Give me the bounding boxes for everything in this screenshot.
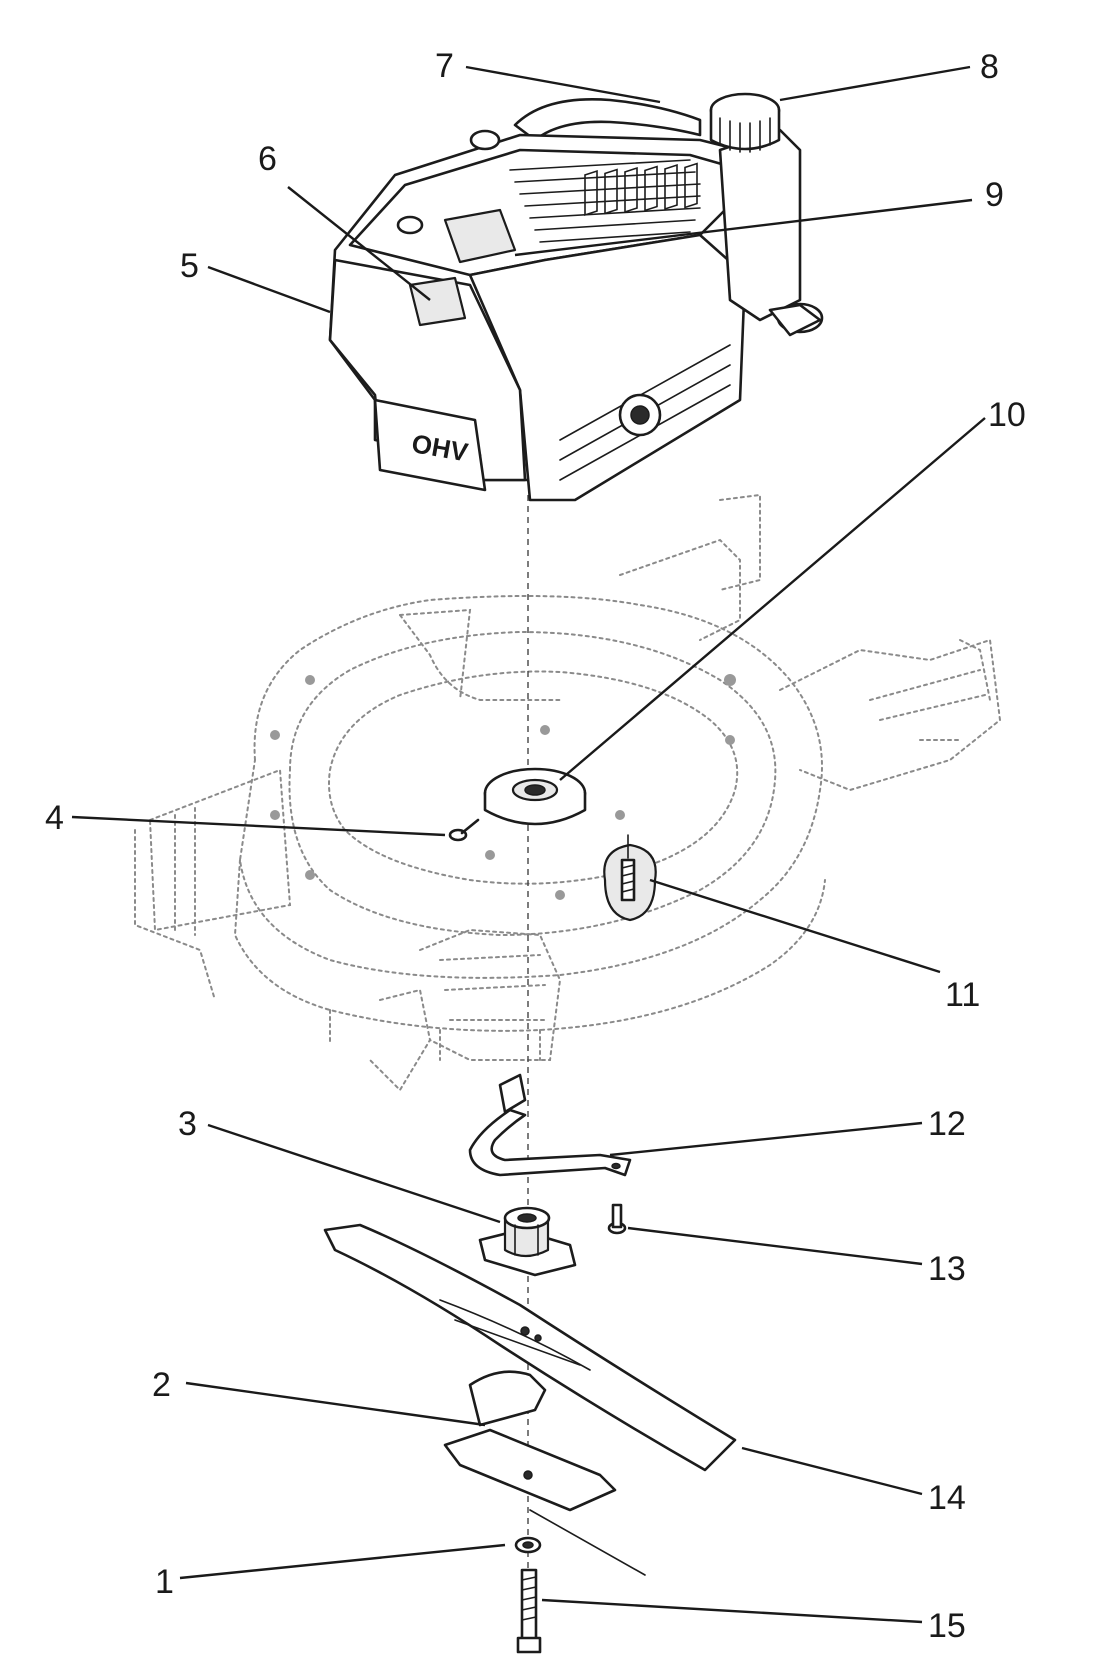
- callout-12: 12: [928, 1105, 966, 1143]
- blade-bolt: [516, 1568, 542, 1654]
- callout-2: 2: [152, 1366, 171, 1404]
- callout-14: 14: [928, 1479, 966, 1517]
- front-vents: [559, 162, 731, 481]
- screw-4: [448, 818, 480, 842]
- callout-4: 4: [45, 799, 64, 837]
- cooling-fins: [509, 159, 701, 243]
- callout-11: 11: [945, 976, 980, 1014]
- blade: [323, 1223, 737, 1472]
- washer: [514, 1536, 542, 1554]
- bail-cable: [468, 1073, 632, 1177]
- leader-lines: [71, 65, 986, 1624]
- blade-adapter: [478, 1206, 577, 1277]
- callout-9: 9: [985, 176, 1004, 214]
- callout-8: 8: [980, 48, 999, 86]
- pulley: [483, 767, 587, 826]
- callout-15: 15: [928, 1607, 966, 1645]
- callout-10: 10: [988, 396, 1026, 434]
- fuel-cap: [709, 92, 781, 153]
- callout-3: 3: [178, 1105, 197, 1143]
- callout-1: 1: [155, 1563, 174, 1601]
- mulch-plate: [443, 1370, 646, 1576]
- mower-deck: [134, 493, 1002, 1092]
- callout-labels: 1 2 3 4 5 6 7 8 9 10 11 12 13 14 15: [45, 47, 1026, 1645]
- screw-13: [607, 1203, 627, 1235]
- callout-13: 13: [928, 1250, 966, 1288]
- engine: OHV: [328, 92, 824, 502]
- deck-bolt: [603, 834, 657, 922]
- callout-6: 6: [258, 140, 277, 178]
- callout-5: 5: [180, 247, 199, 285]
- callout-7: 7: [435, 47, 454, 85]
